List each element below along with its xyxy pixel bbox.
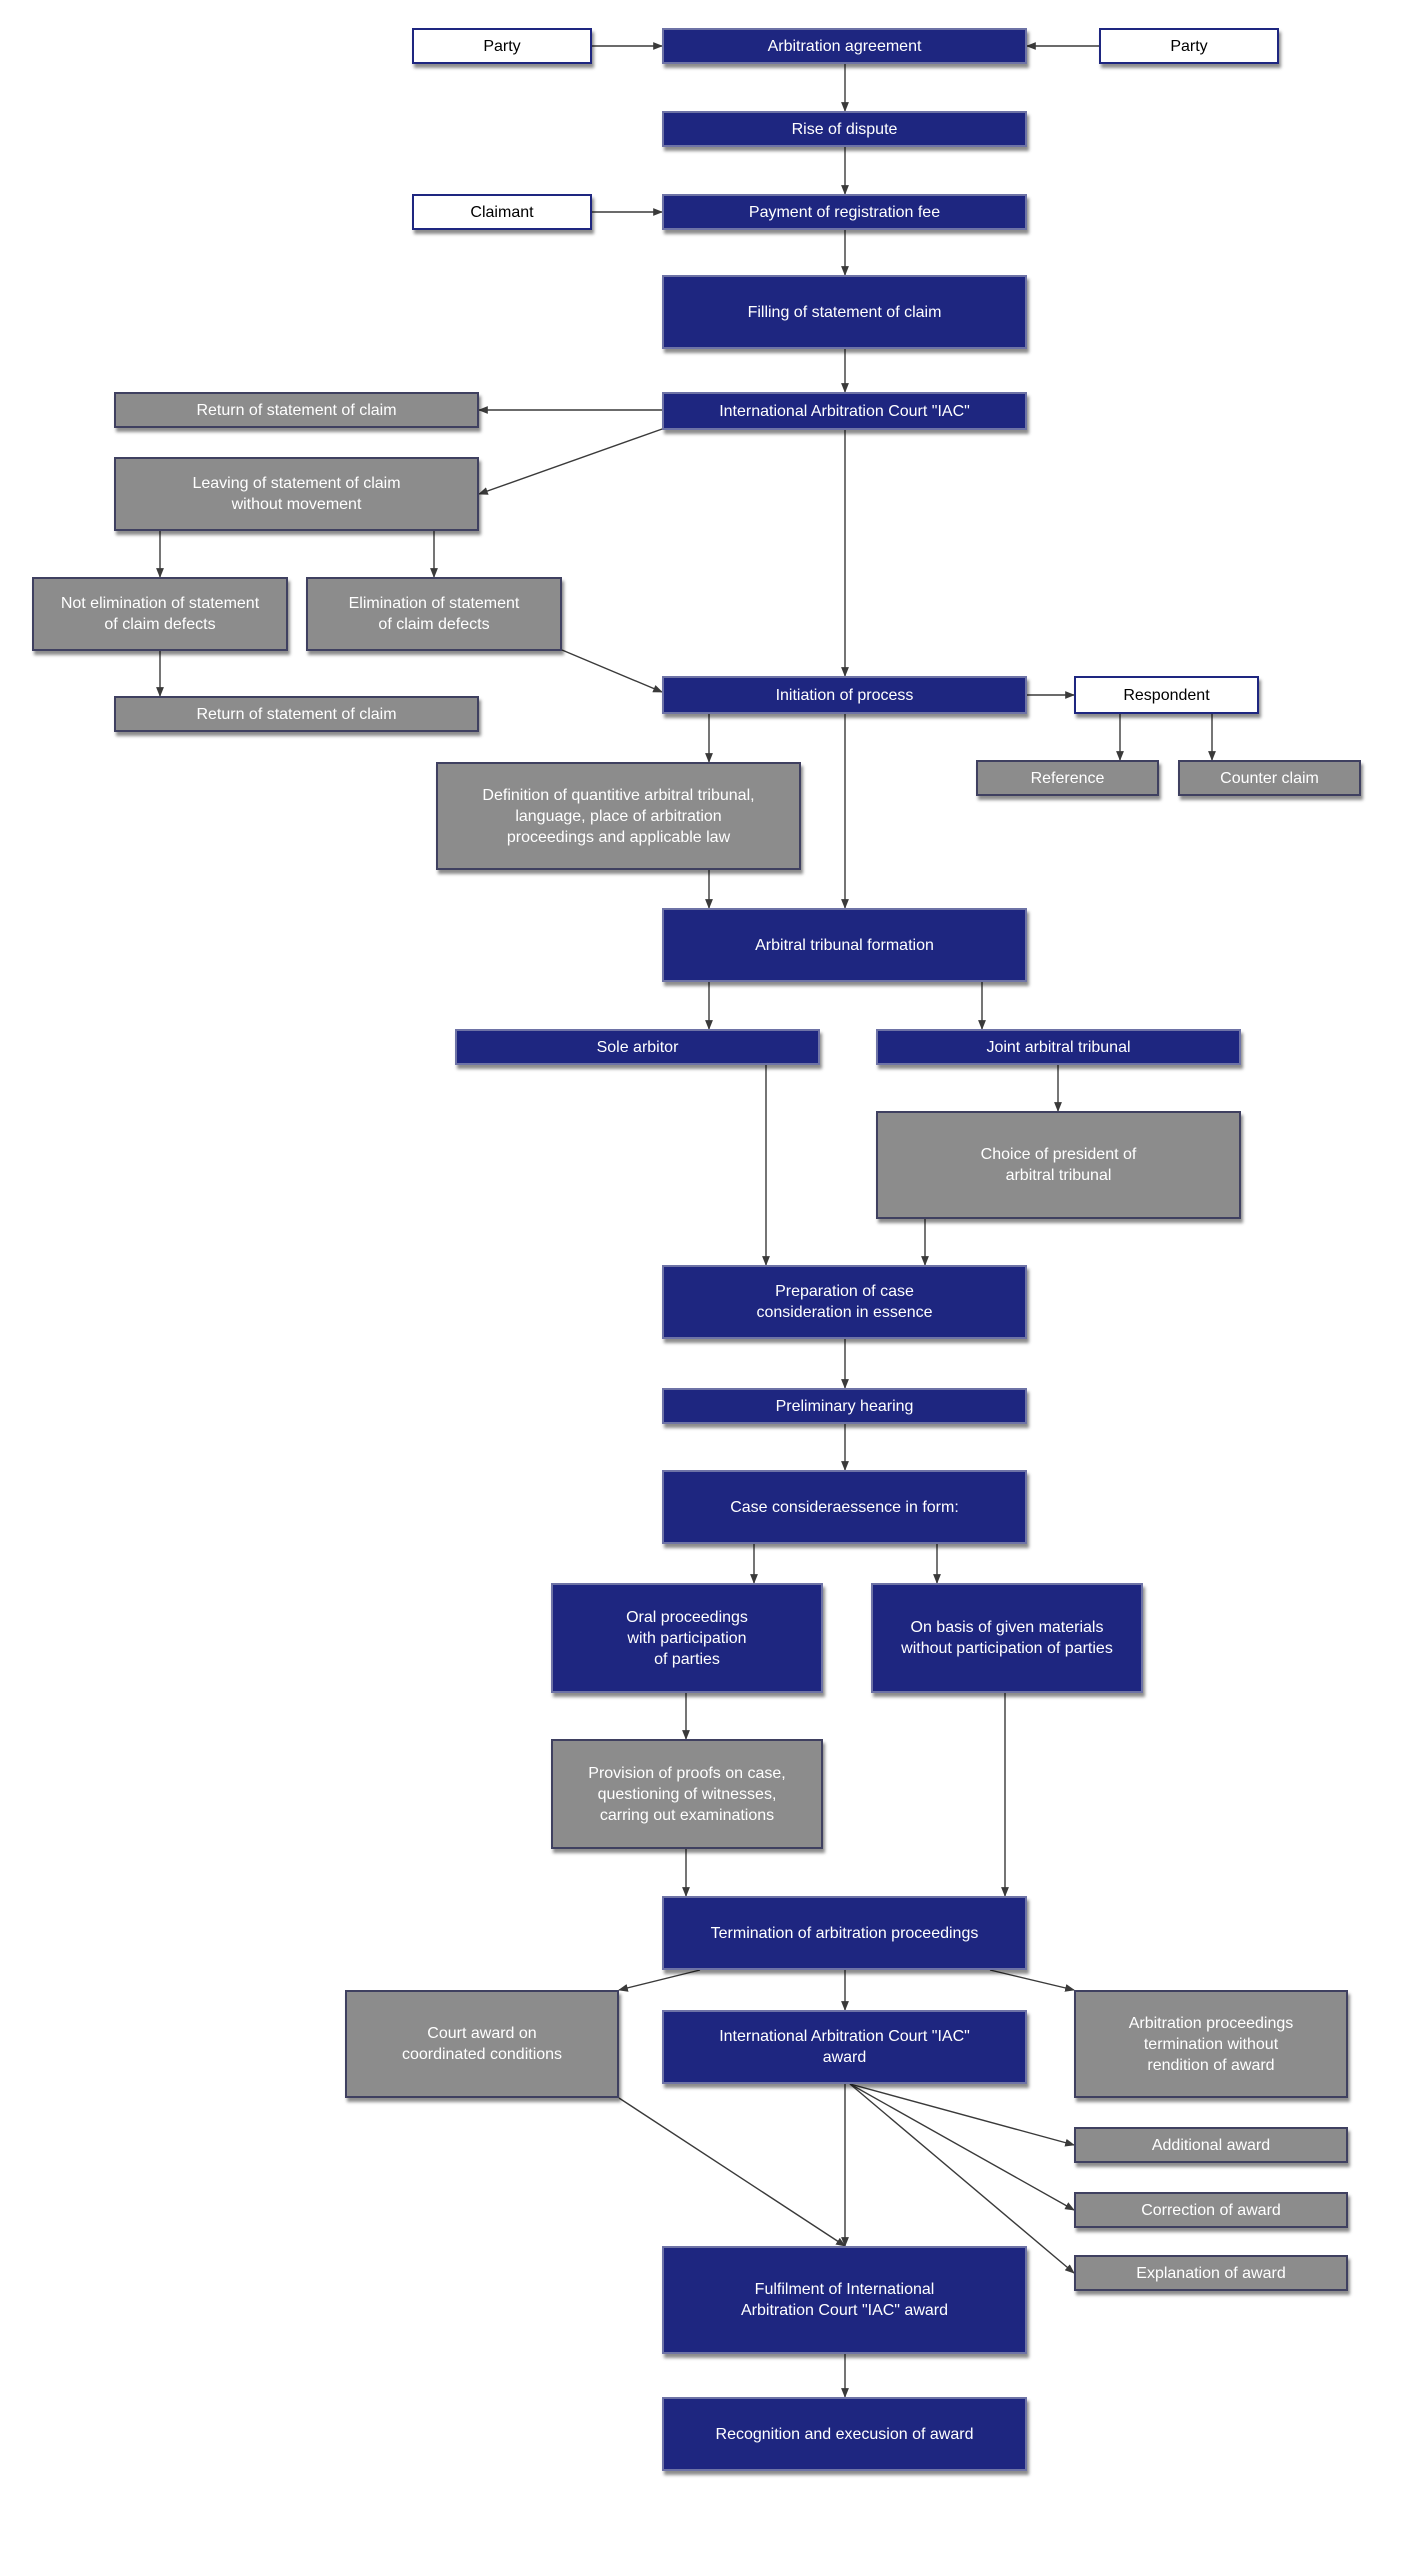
node-preliminary-hearing: Preliminary hearing	[662, 1388, 1027, 1424]
node-termination-without-award: Arbitration proceedings termination with…	[1074, 1990, 1348, 2098]
node-definition-of-tribunal: Definition of quantitive arbitral tribun…	[436, 762, 801, 870]
node-filling-of-statement-of-claim: Filling of statement of claim	[662, 275, 1027, 349]
node-iac-award: International Arbitration Court "IAC" aw…	[662, 2010, 1027, 2084]
node-respondent: Respondent	[1074, 676, 1259, 714]
node-party-left: Party	[412, 28, 592, 64]
edge-iac-award-to-explanation-of-award	[849, 2083, 1075, 2274]
edge-iac-award-to-additional-award	[849, 2083, 1075, 2147]
node-rise-of-dispute: Rise of dispute	[662, 111, 1027, 147]
node-initiation-of-process: Initiation of process	[662, 676, 1027, 714]
node-choice-of-president: Choice of president of arbitral tribunal	[876, 1111, 1241, 1219]
node-sole-arbitor: Sole arbitor	[455, 1029, 820, 1065]
node-leaving-without-movement: Leaving of statement of claim without mo…	[114, 457, 479, 531]
node-iac-1: International Arbitration Court "IAC"	[662, 392, 1027, 430]
edge-termination-of-proceedings-to-court-award-coordinated	[618, 1969, 701, 1992]
node-counter-claim: Counter claim	[1178, 760, 1361, 796]
node-oral-proceedings: Oral proceedings with participation of p…	[551, 1583, 823, 1693]
node-party-right: Party	[1099, 28, 1279, 64]
node-explanation-of-award: Explanation of award	[1074, 2255, 1348, 2291]
node-reference: Reference	[976, 760, 1159, 796]
edge-elimination-of-defects-to-initiation-of-process	[561, 649, 663, 693]
node-return-of-claim-1: Return of statement of claim	[114, 392, 479, 428]
node-elimination-of-defects: Elimination of statement of claim defect…	[306, 577, 562, 651]
node-arbitral-tribunal-formation: Arbitral tribunal formation	[662, 908, 1027, 982]
node-joint-arbitral-tribunal: Joint arbitral tribunal	[876, 1029, 1241, 1065]
node-recognition-and-execution: Recognition and execusion of award	[662, 2397, 1027, 2471]
node-provision-of-proofs: Provision of proofs on case, questioning…	[551, 1739, 823, 1849]
node-termination-of-proceedings: Termination of arbitration proceedings	[662, 1896, 1027, 1970]
node-additional-award: Additional award	[1074, 2127, 1348, 2163]
node-return-of-claim-2: Return of statement of claim	[114, 696, 479, 732]
node-arbitration-agreement: Arbitration agreement	[662, 28, 1027, 64]
node-given-materials: On basis of given materials without part…	[871, 1583, 1143, 1693]
node-correction-of-award: Correction of award	[1074, 2192, 1348, 2228]
node-court-award-coordinated: Court award on coordinated conditions	[345, 1990, 619, 2098]
node-case-consideration-form: Case consideraessence in form:	[662, 1470, 1027, 1544]
edge-termination-of-proceedings-to-termination-without-award	[989, 1969, 1075, 1992]
edge-court-award-coordinated-to-fulfilment-of-iac-award	[618, 2097, 846, 2247]
edge-iac-award-to-correction-of-award	[849, 2083, 1075, 2211]
node-claimant: Claimant	[412, 194, 592, 230]
edge-iac-1-to-leaving-without-movement	[478, 427, 666, 495]
node-payment-of-registration-fee: Payment of registration fee	[662, 194, 1027, 230]
node-preparation-of-case: Preparation of case consideration in ess…	[662, 1265, 1027, 1339]
node-fulfilment-of-iac-award: Fulfilment of International Arbitration …	[662, 2246, 1027, 2354]
node-not-elimination-of-defects: Not elimination of statement of claim de…	[32, 577, 288, 651]
